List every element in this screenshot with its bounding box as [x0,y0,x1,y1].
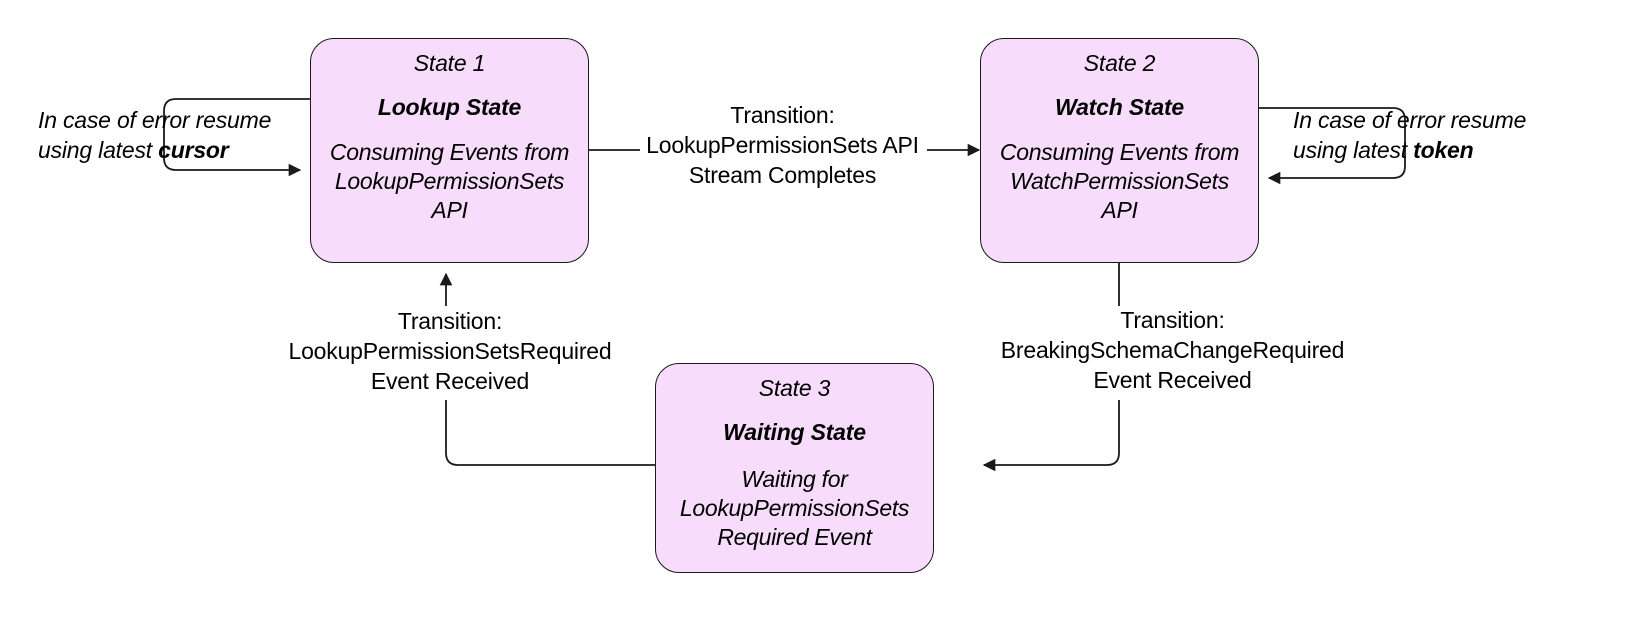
state-id-label: State 1 [413,50,486,76]
state-description: Consuming Events from LookupPermissionSe… [329,139,570,223]
note-emphasis: cursor [158,137,229,163]
state-id-label: State 3 [758,375,831,401]
edge-watch-to-waiting [982,263,1120,472]
transition-label-lookup-to-watch: Transition: LookupPermissionSets API Str… [646,102,919,188]
edge-lookup-self-loop [163,98,310,177]
state-node-watch[interactable]: State 2 Watch State Consuming Events fro… [980,38,1259,263]
transition-label-waiting-to-lookup: Transition: LookupPermissionSetsRequired… [288,308,612,394]
state-description: Waiting for LookupPermissionSets Require… [679,466,910,550]
state-id-label: State 2 [1083,50,1156,76]
state-name-label: Watch State [1054,94,1185,120]
state-node-waiting[interactable]: State 3 Waiting State Waiting for Lookup… [655,363,934,573]
state-name-label: Lookup State [377,94,522,120]
note-lookup-error-resume: In case of error resume using latest cur… [38,105,288,165]
note-emphasis: token [1413,137,1474,163]
note-watch-error-resume: In case of error resume using latest tok… [1293,105,1543,165]
edge-waiting-to-lookup [439,272,655,466]
note-text: In case of error resume using latest [1293,107,1527,163]
state-node-lookup[interactable]: State 1 Lookup State Consuming Events fr… [310,38,589,263]
edge-watch-self-loop [1259,107,1406,185]
state-name-label: Waiting State [723,419,866,445]
transition-label-watch-to-waiting: Transition: BreakingSchemaChangeRequired… [1000,307,1345,393]
note-text: In case of error resume using latest [38,107,272,163]
state-description: Consuming Events from WatchPermissionSet… [999,139,1240,223]
